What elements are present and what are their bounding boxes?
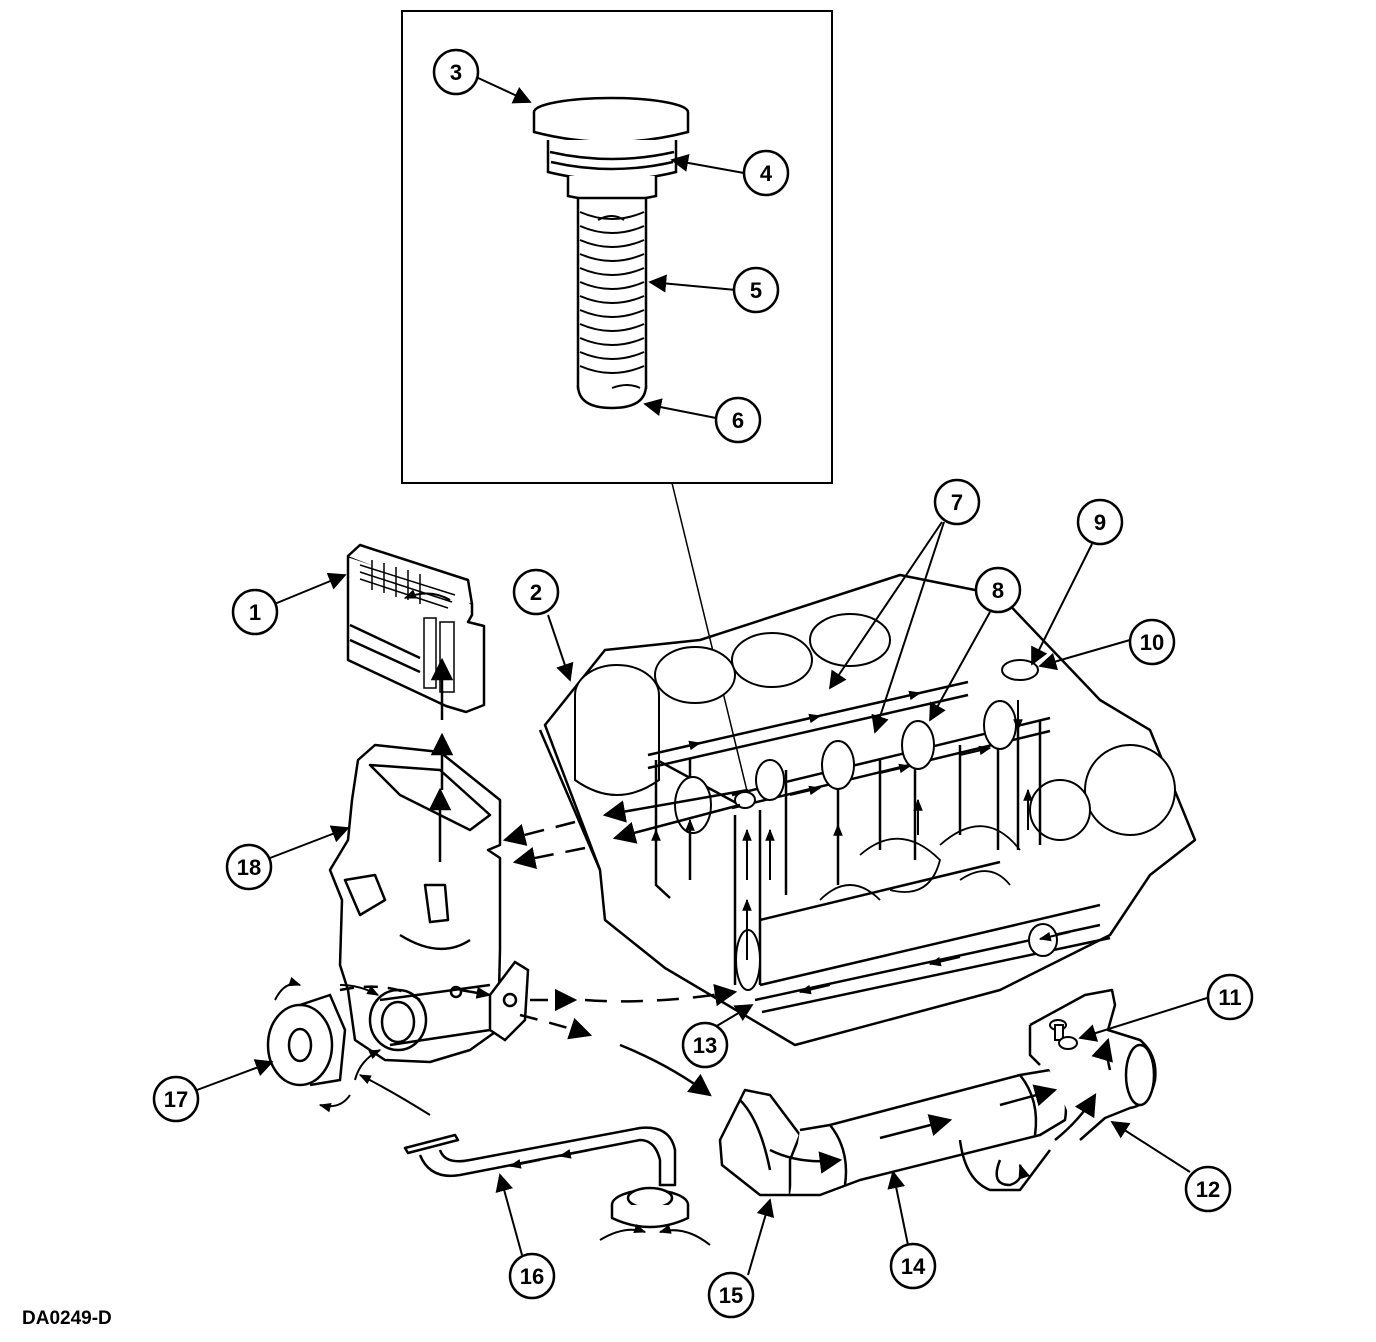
- cooler-return-arrow: [403, 589, 451, 601]
- gallery-flow-arrows: [651, 690, 1071, 995]
- front-cover-pump-port: [368, 960, 530, 1052]
- svg-text:5: 5: [750, 278, 762, 303]
- callout-8: 8: [974, 566, 1022, 614]
- callout-16: 16: [508, 1252, 556, 1300]
- callout-5: 5: [732, 266, 780, 314]
- front-cover: [328, 743, 502, 1064]
- svg-text:12: 12: [1196, 1177, 1220, 1202]
- svg-text:3: 3: [450, 60, 462, 85]
- spring-coils: [579, 211, 645, 389]
- callout-15: 15: [707, 1271, 755, 1319]
- callout-18: 18: [225, 843, 273, 891]
- svg-text:15: 15: [719, 1283, 743, 1308]
- pump-outflow-arrows: [339, 983, 738, 1097]
- svg-text:17: 17: [164, 1087, 188, 1112]
- callout-11: 11: [1206, 973, 1254, 1021]
- svg-text:16: 16: [520, 1264, 544, 1289]
- crank-throws: [819, 825, 1021, 901]
- callout-3: 3: [432, 48, 480, 96]
- detail-inset-frame: [401, 10, 833, 484]
- svg-text:13: 13: [693, 1033, 717, 1058]
- oil-filter-housing: [718, 988, 1157, 1197]
- pulley-rotation-arrows: [274, 977, 382, 1113]
- callout-2: 2: [512, 568, 560, 616]
- callout-17: 17: [152, 1075, 200, 1123]
- crankshaft-pulley: [266, 993, 347, 1087]
- filter-bolt: [1049, 1019, 1078, 1050]
- oil-pickup-tube: [403, 1126, 690, 1229]
- detail-leader-line: [671, 482, 749, 796]
- filter-flow-arrows: [769, 1037, 1113, 1187]
- callout-9: 9: [1076, 498, 1124, 546]
- callout-10: 10: [1128, 618, 1176, 666]
- oil-galleries: [647, 680, 1111, 1014]
- callout-1: 1: [231, 588, 279, 636]
- pickup-flow-arrows: [358, 1074, 711, 1246]
- callout-leaders: [196, 76, 1208, 1276]
- callout-6: 6: [714, 396, 762, 444]
- bearing-saddles: [674, 659, 1058, 991]
- oil-cooler: [346, 543, 486, 714]
- svg-text:1: 1: [249, 600, 261, 625]
- svg-text:7: 7: [951, 490, 963, 515]
- svg-text:14: 14: [901, 1254, 926, 1279]
- outflow-arrows: [502, 788, 749, 870]
- svg-text:4: 4: [760, 161, 773, 186]
- svg-text:8: 8: [992, 578, 1004, 603]
- svg-text:11: 11: [1218, 985, 1241, 1010]
- callout-14: 14: [889, 1242, 937, 1290]
- figure-code: DA0249-D: [22, 1308, 112, 1329]
- svg-text:2: 2: [530, 580, 542, 605]
- cylinder-bores: [574, 613, 1176, 841]
- svg-text:9: 9: [1094, 510, 1106, 535]
- callout-12: 12: [1184, 1165, 1232, 1213]
- svg-text:6: 6: [732, 408, 744, 433]
- callout-7: 7: [933, 478, 981, 526]
- callout-13: 13: [681, 1021, 729, 1069]
- plug-assembly: [532, 96, 690, 410]
- svg-text:10: 10: [1140, 630, 1164, 655]
- svg-text:18: 18: [237, 855, 261, 880]
- callout-4: 4: [742, 149, 790, 197]
